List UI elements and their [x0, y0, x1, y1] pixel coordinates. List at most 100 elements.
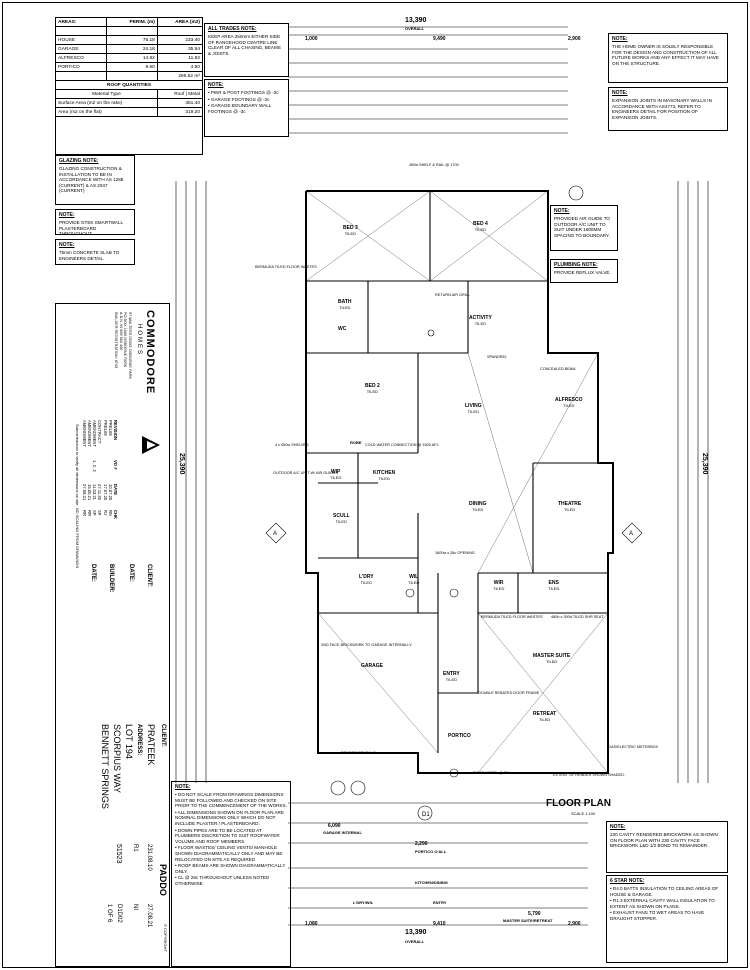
rev-cell: PRELIM: [102, 420, 108, 436]
cavity-note: NOTE: 230 CAVITY RENDERED BRICKWORK AS S…: [606, 821, 728, 873]
date-sign-label: DATE:: [128, 564, 134, 582]
room-portico: PORTICO: [448, 733, 471, 739]
section-label-a-left: A: [273, 531, 277, 537]
annot-shelf: 450w SHELF & RAIL @ 1700: [409, 163, 459, 167]
area-row-area: 35.94: [156, 44, 202, 54]
drawn-value: NI: [132, 904, 138, 910]
bottom-row-label: MASTER SUITE/RETREAT: [503, 918, 553, 923]
floor-finish: TILED: [545, 659, 558, 664]
expansion-title: NOTE:: [612, 90, 628, 96]
floor-finish: TILED: [330, 475, 342, 480]
rev-cell: [82, 460, 87, 484]
rev-cell: 27.08.21: [81, 484, 87, 501]
bottom-dim: 9,410: [433, 921, 446, 927]
date-sign-label-2: DATE:: [90, 564, 96, 582]
annot-bermuda: BERMUDA TILED FLOOR WASTES: [255, 265, 317, 269]
col-perim: PERIM. (m): [106, 18, 158, 27]
note-item-text: FLOOR WASTES/ CEILING VENTS/ MANHOLE SHO…: [175, 845, 283, 862]
footing-item: • GARAGE FOOTINGS @ -3c: [208, 96, 270, 102]
address-line: SCORPIUS WAY: [112, 724, 122, 794]
rev-cell: SP: [92, 510, 98, 516]
areas-title: AREAS:: [56, 18, 107, 27]
room-name: WC: [338, 326, 347, 332]
cavity-title: NOTE:: [610, 824, 626, 830]
overall-word-top: OVERALL: [405, 26, 425, 31]
floor-finish: TILED: [467, 409, 479, 414]
six-star-title: 6 STAR NOTE:: [610, 878, 645, 884]
section-label-a-right: A: [629, 531, 633, 537]
room-name: LIVING: [465, 403, 482, 409]
plan-scale: SCALE 1:100: [571, 811, 596, 816]
room-name: THEATRE: [558, 501, 582, 507]
rev-col: CHK: [113, 510, 118, 520]
job-code: 231.08.10: [146, 844, 152, 871]
title-block: COMMODORE HOMES 97 WALTERS DRIVE OSBORNE…: [55, 303, 170, 967]
home-owner-note: NOTE: THE HOME OWNER IS SOLELY RESPONSIB…: [608, 33, 728, 83]
annot-cold-water: COLD WATER CONNECTION @ 1600 AFL: [365, 443, 439, 447]
slab-note: NOTE: 75mm CONCRETE SLAB TO ENGINEERS DE…: [55, 239, 135, 265]
rev-col: DATE: [113, 484, 118, 496]
room-name: SCULL: [333, 513, 350, 519]
job-number: 51523: [115, 844, 122, 864]
company-line: BUILDER REGISTRATION: 8743: [114, 312, 119, 369]
rev-cell: RJ: [102, 510, 108, 516]
area-row-perim: 9.60: [106, 62, 158, 72]
dimension-lines: [175, 26, 709, 926]
company-details: 97 WALTERS DRIVE OSBORNE PARK PO BOX 166…: [114, 312, 132, 379]
grid-marker-labels: A A D1: [273, 531, 633, 818]
col-area: AREA (m2): [156, 18, 202, 27]
annot-render-reveals: RENDER REVEALS: [341, 751, 376, 755]
brand-logo-icon: [142, 436, 160, 454]
footing-item-text: GARAGE BOUNDARY WALL FOOTINGS @ -3c: [208, 103, 272, 114]
floor-plan-drawing: A A D1: [175, 26, 709, 926]
room-name: ENS: [548, 580, 559, 586]
note-item: • ALL DIMENSIONS SHOWN ON FLOOR PLAN ARE…: [175, 809, 284, 826]
footing-item-text: PIER & POST FOOTINGS @ -3c: [210, 90, 279, 95]
overall-word-bottom: OVERALL: [405, 939, 425, 944]
area-row-perim: 24.18: [106, 44, 158, 54]
roof-title: ROOF QUANTITIES: [56, 80, 202, 90]
floor-finish: TILED: [563, 403, 575, 408]
room-name: BED 2: [365, 383, 380, 389]
room-name: RETREAT: [533, 711, 557, 717]
floor-finish: TILED: [339, 305, 351, 310]
plumbing-title: PLUMBING NOTE:: [554, 262, 598, 268]
area-row-area: 11.92: [156, 53, 202, 63]
roof-material-value: Roof | Metal: [156, 89, 202, 99]
room-name: KITCHEN: [373, 470, 396, 476]
expansion-body: EXPANSION JOINTS IN MASONARY WALLS IN AC…: [612, 98, 712, 120]
address-line: LOT 194: [124, 724, 134, 759]
area-total: 285.52 m²: [156, 71, 202, 81]
roof-area-label: Area (m2 on the flat): [56, 107, 158, 117]
annot-door-frame: DOUBLE REBATED DOOR FRAME: [478, 691, 540, 695]
room-name: WIL: [409, 574, 419, 580]
annot-spandrel: SPANDREL: [487, 355, 508, 359]
rev-cell: [97, 460, 102, 484]
glazing-note: GLAZING NOTE: GLAZING CONSTRUCTION & INS…: [55, 155, 135, 205]
room-name: BED 4: [473, 221, 488, 227]
roof-surface-label: Surface Area (m2 on the rake): [56, 98, 158, 108]
room-name: DINING: [469, 501, 487, 507]
room-name: PORTICO: [448, 733, 471, 739]
rev-cell: 27.11.20: [97, 484, 103, 500]
area-row-area: 4.50: [156, 62, 202, 72]
floor-finish: TILED: [408, 580, 420, 585]
room-name: BED 3: [343, 225, 358, 231]
rev-value: R1: [132, 844, 138, 852]
roof-surface-value: 351.40: [156, 98, 202, 108]
rev-cell: AMENDMENT: [81, 420, 87, 447]
overall-length-left: 25,390: [178, 453, 185, 475]
